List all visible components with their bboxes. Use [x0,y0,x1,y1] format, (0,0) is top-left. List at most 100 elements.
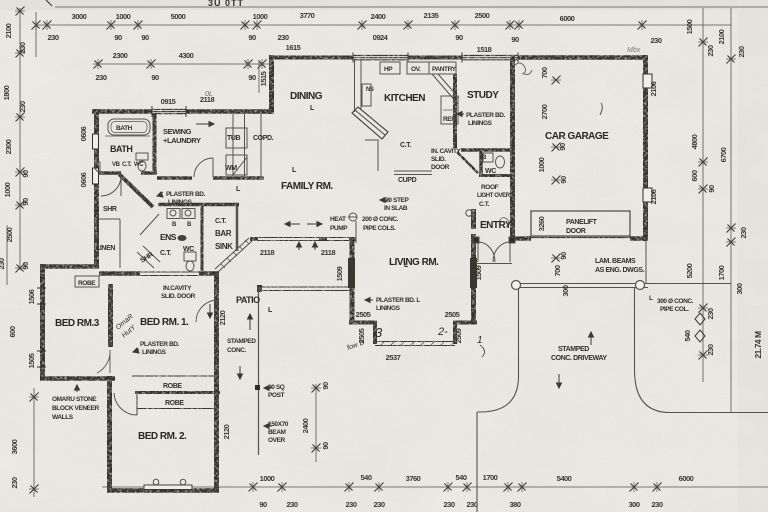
svg-text:6000: 6000 [560,14,575,23]
svg-text:230: 230 [650,36,661,45]
svg-text:PLASTER BD. L: PLASTER BD. L [376,297,420,304]
svg-text:230: 230 [651,500,662,509]
svg-text:BEAM: BEAM [268,429,286,436]
svg-text:1506: 1506 [27,289,36,304]
svg-text:90: 90 [151,73,159,82]
svg-text:3760: 3760 [406,474,421,483]
svg-text:CUPD: CUPD [398,177,417,184]
svg-text:C.T.: C.T. [160,250,171,257]
svg-text:300: 300 [561,285,570,296]
svg-text:540: 540 [455,473,466,482]
svg-text:SLID.: SLID. [431,156,446,163]
svg-text:B: B [187,222,192,228]
svg-text:C.T.: C.T. [215,218,226,225]
svg-text:90: 90 [21,170,30,178]
svg-text:0606: 0606 [79,172,88,187]
svg-text:PUMP: PUMP [330,225,348,232]
svg-text:2135: 2135 [424,11,439,20]
svg-text:TUB: TUB [227,135,241,142]
svg-text:NS: NS [366,87,374,93]
svg-text:LININGS: LININGS [376,305,401,312]
svg-text:230: 230 [277,33,288,42]
svg-text:0915: 0915 [161,97,176,106]
svg-text:SLID. DOOR: SLID. DOOR [161,293,196,300]
svg-text:120 STEP: 120 STEP [382,197,409,204]
svg-text:STAMPED: STAMPED [227,338,256,345]
svg-text:AS ENG. DWGS.: AS ENG. DWGS. [595,267,645,274]
svg-text:0606: 0606 [79,126,88,141]
svg-text:21.74 M: 21.74 M [753,331,763,359]
svg-text:600: 600 [8,326,17,337]
svg-text:LININGS: LININGS [468,120,493,127]
svg-text:SEWING: SEWING [163,127,192,136]
svg-text:LAM. BEAMS: LAM. BEAMS [595,258,636,265]
svg-text:230: 230 [443,500,454,509]
svg-text:230: 230 [18,42,27,53]
svg-text:BAR: BAR [215,229,232,238]
svg-text:ROBE: ROBE [165,400,184,407]
svg-text:IN. CAVITY: IN. CAVITY [431,148,462,155]
svg-text:2505: 2505 [357,328,366,343]
svg-text:230: 230 [706,308,715,319]
svg-text:CONC. DRIVEWAY: CONC. DRIVEWAY [551,355,607,362]
svg-text:90: 90 [21,262,30,270]
svg-text:DOOR: DOOR [431,164,450,171]
svg-text:1509: 1509 [474,265,483,280]
svg-text:230: 230 [706,344,715,355]
svg-text:90: 90 [114,33,122,42]
svg-text:700: 700 [540,67,549,78]
svg-text:230: 230 [706,45,715,56]
svg-text:1000: 1000 [253,12,268,21]
svg-text:1500: 1500 [685,19,694,34]
svg-text:ENTRY: ENTRY [480,220,512,231]
svg-text:3U 0TT: 3U 0TT [208,0,244,8]
svg-text:380: 380 [509,500,520,509]
svg-text:1000: 1000 [3,182,12,197]
svg-text:WC: WC [485,168,496,175]
svg-text:ROOF: ROOF [481,184,499,191]
svg-text:WM: WM [225,165,237,172]
svg-text:300 Ø CONC.: 300 Ø CONC. [657,298,694,305]
svg-text:PIPE COLS.: PIPE COLS. [363,225,396,232]
svg-text:230: 230 [739,227,748,238]
svg-text:2700: 2700 [540,104,549,119]
svg-text:0L: 0L [205,91,213,98]
svg-text:3770: 3770 [300,11,315,20]
svg-text:5200: 5200 [685,263,694,278]
svg-text:3000: 3000 [72,12,87,21]
svg-text:2118: 2118 [200,95,215,104]
svg-text:2505: 2505 [356,310,371,319]
svg-text:OMARU STONE: OMARU STONE [52,396,97,403]
svg-text:0924: 0924 [373,33,389,42]
svg-text:1: 1 [477,335,483,346]
svg-text:6700: 6700 [719,147,728,162]
svg-text:90: 90 [455,33,463,42]
svg-text:90: 90 [259,500,267,509]
svg-text:IN.CAVITY: IN.CAVITY [163,285,192,292]
svg-text:230: 230 [737,46,746,57]
svg-text:L: L [268,307,273,314]
svg-text:C.T.: C.T. [479,201,490,208]
svg-text:1515: 1515 [259,71,268,86]
svg-text:90: 90 [511,35,519,44]
svg-text:POST: POST [268,392,285,399]
svg-text:L: L [236,186,241,193]
svg-text:600: 600 [690,170,699,181]
svg-text:BED RM.3: BED RM.3 [55,318,100,329]
svg-text:HEAT: HEAT [330,216,346,223]
svg-text:WC: WC [183,246,194,253]
svg-text:2500: 2500 [5,227,14,242]
svg-text:4300: 4300 [179,51,194,60]
svg-text:PLASTER BD.: PLASTER BD. [140,341,180,348]
svg-text:PIPE COL.: PIPE COL. [660,306,689,313]
svg-text:ENS: ENS [160,232,177,242]
svg-text:2118: 2118 [321,248,336,257]
svg-text:2400: 2400 [301,418,310,433]
svg-text:230: 230 [286,500,297,509]
svg-text:1800: 1800 [2,85,11,100]
svg-text:5400: 5400 [557,474,572,483]
svg-text:2106: 2106 [649,81,658,96]
svg-text:230: 230 [47,33,58,42]
svg-text:2505: 2505 [445,310,460,319]
svg-text:CONC.: CONC. [227,347,247,354]
